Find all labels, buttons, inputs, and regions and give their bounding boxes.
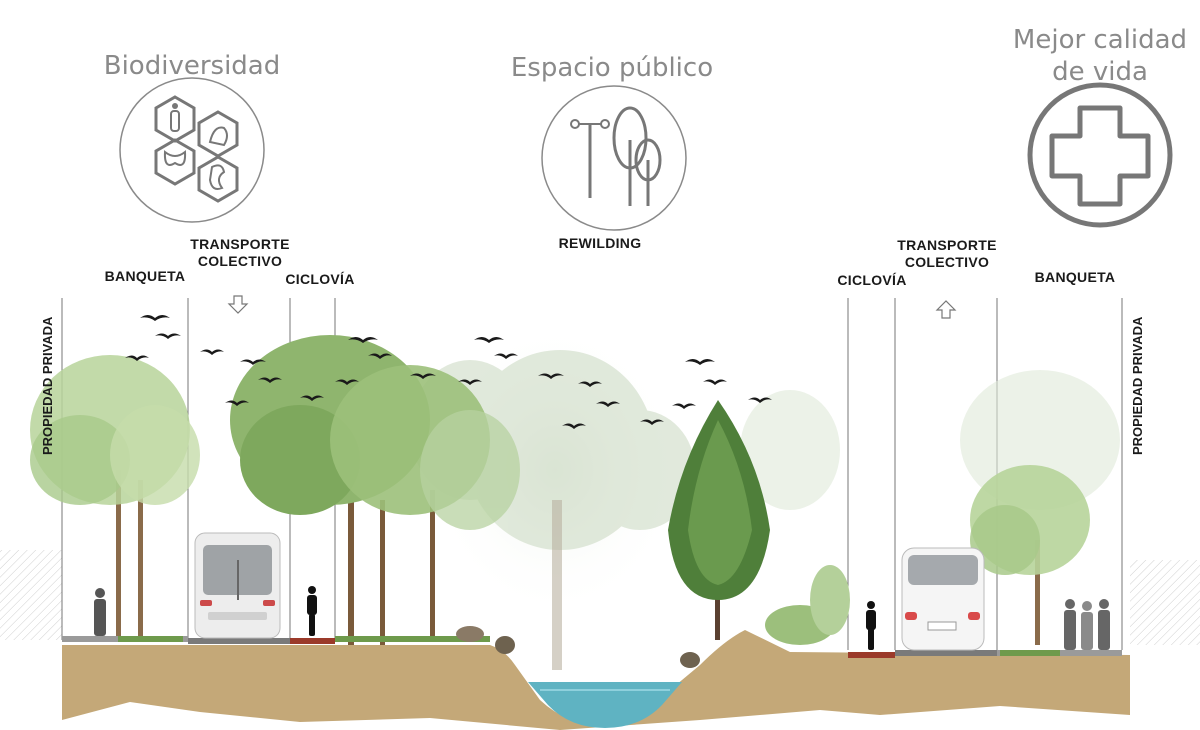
pedestrian-left xyxy=(94,588,106,636)
left-green-strip xyxy=(335,636,490,642)
bird-flock xyxy=(125,315,772,429)
tree-left-sidewalk xyxy=(30,355,200,640)
riverbank-rocks xyxy=(456,626,700,668)
bus-left xyxy=(194,532,281,639)
left-building-hatch xyxy=(0,550,62,640)
biodiversity-title: Biodiversidad xyxy=(103,51,281,81)
public-space-title: Espacio público xyxy=(510,53,714,83)
right-transit-lane-surface xyxy=(895,650,997,656)
bus-right xyxy=(901,547,985,651)
biodiversity-hexagon-icon xyxy=(119,77,265,223)
river-water xyxy=(528,682,682,728)
left-bike-lane-surface xyxy=(290,638,335,644)
tree-right-riverbank xyxy=(668,400,770,640)
cyclist-left xyxy=(307,586,317,636)
left-bike-lane-label: CICLOVÍA xyxy=(285,271,355,287)
southbound-arrow-icon xyxy=(227,295,249,314)
right-sidewalk-label: BANQUETA xyxy=(1034,269,1116,285)
northbound-arrow-icon xyxy=(935,300,957,319)
rewilding-label: REWILDING xyxy=(558,235,642,251)
left-transit-label-line1: TRANSPORTE xyxy=(190,236,290,252)
right-transit-label-line1: TRANSPORTE xyxy=(897,237,997,253)
health-cross-icon xyxy=(1027,82,1173,228)
shrubs-right xyxy=(765,565,850,645)
quality-of-life-title-line1: Mejor calidad xyxy=(1012,25,1188,55)
left-transit-label-line2: COLECTIVO xyxy=(197,253,283,269)
pedestrians-right xyxy=(1064,599,1110,650)
left-sidewalk-label: BANQUETA xyxy=(104,268,186,284)
tree-right-sidewalk xyxy=(970,465,1090,645)
right-transit-label-line2: COLECTIVO xyxy=(904,254,990,270)
right-private-property-label: PROPIEDAD PRIVADA xyxy=(1130,316,1145,455)
left-private-property-label: PROPIEDAD PRIVADA xyxy=(40,316,55,455)
right-bike-lane-surface xyxy=(848,652,895,658)
tree-left-median xyxy=(230,335,520,645)
quality-of-life-title-line2: de vida xyxy=(1052,57,1148,87)
streetlight-trees-icon xyxy=(541,85,687,231)
cyclist-right xyxy=(866,601,876,650)
right-bike-lane-label: CICLOVÍA xyxy=(837,272,907,288)
right-building-hatch xyxy=(1130,560,1200,645)
left-transit-lane-surface xyxy=(188,638,290,644)
